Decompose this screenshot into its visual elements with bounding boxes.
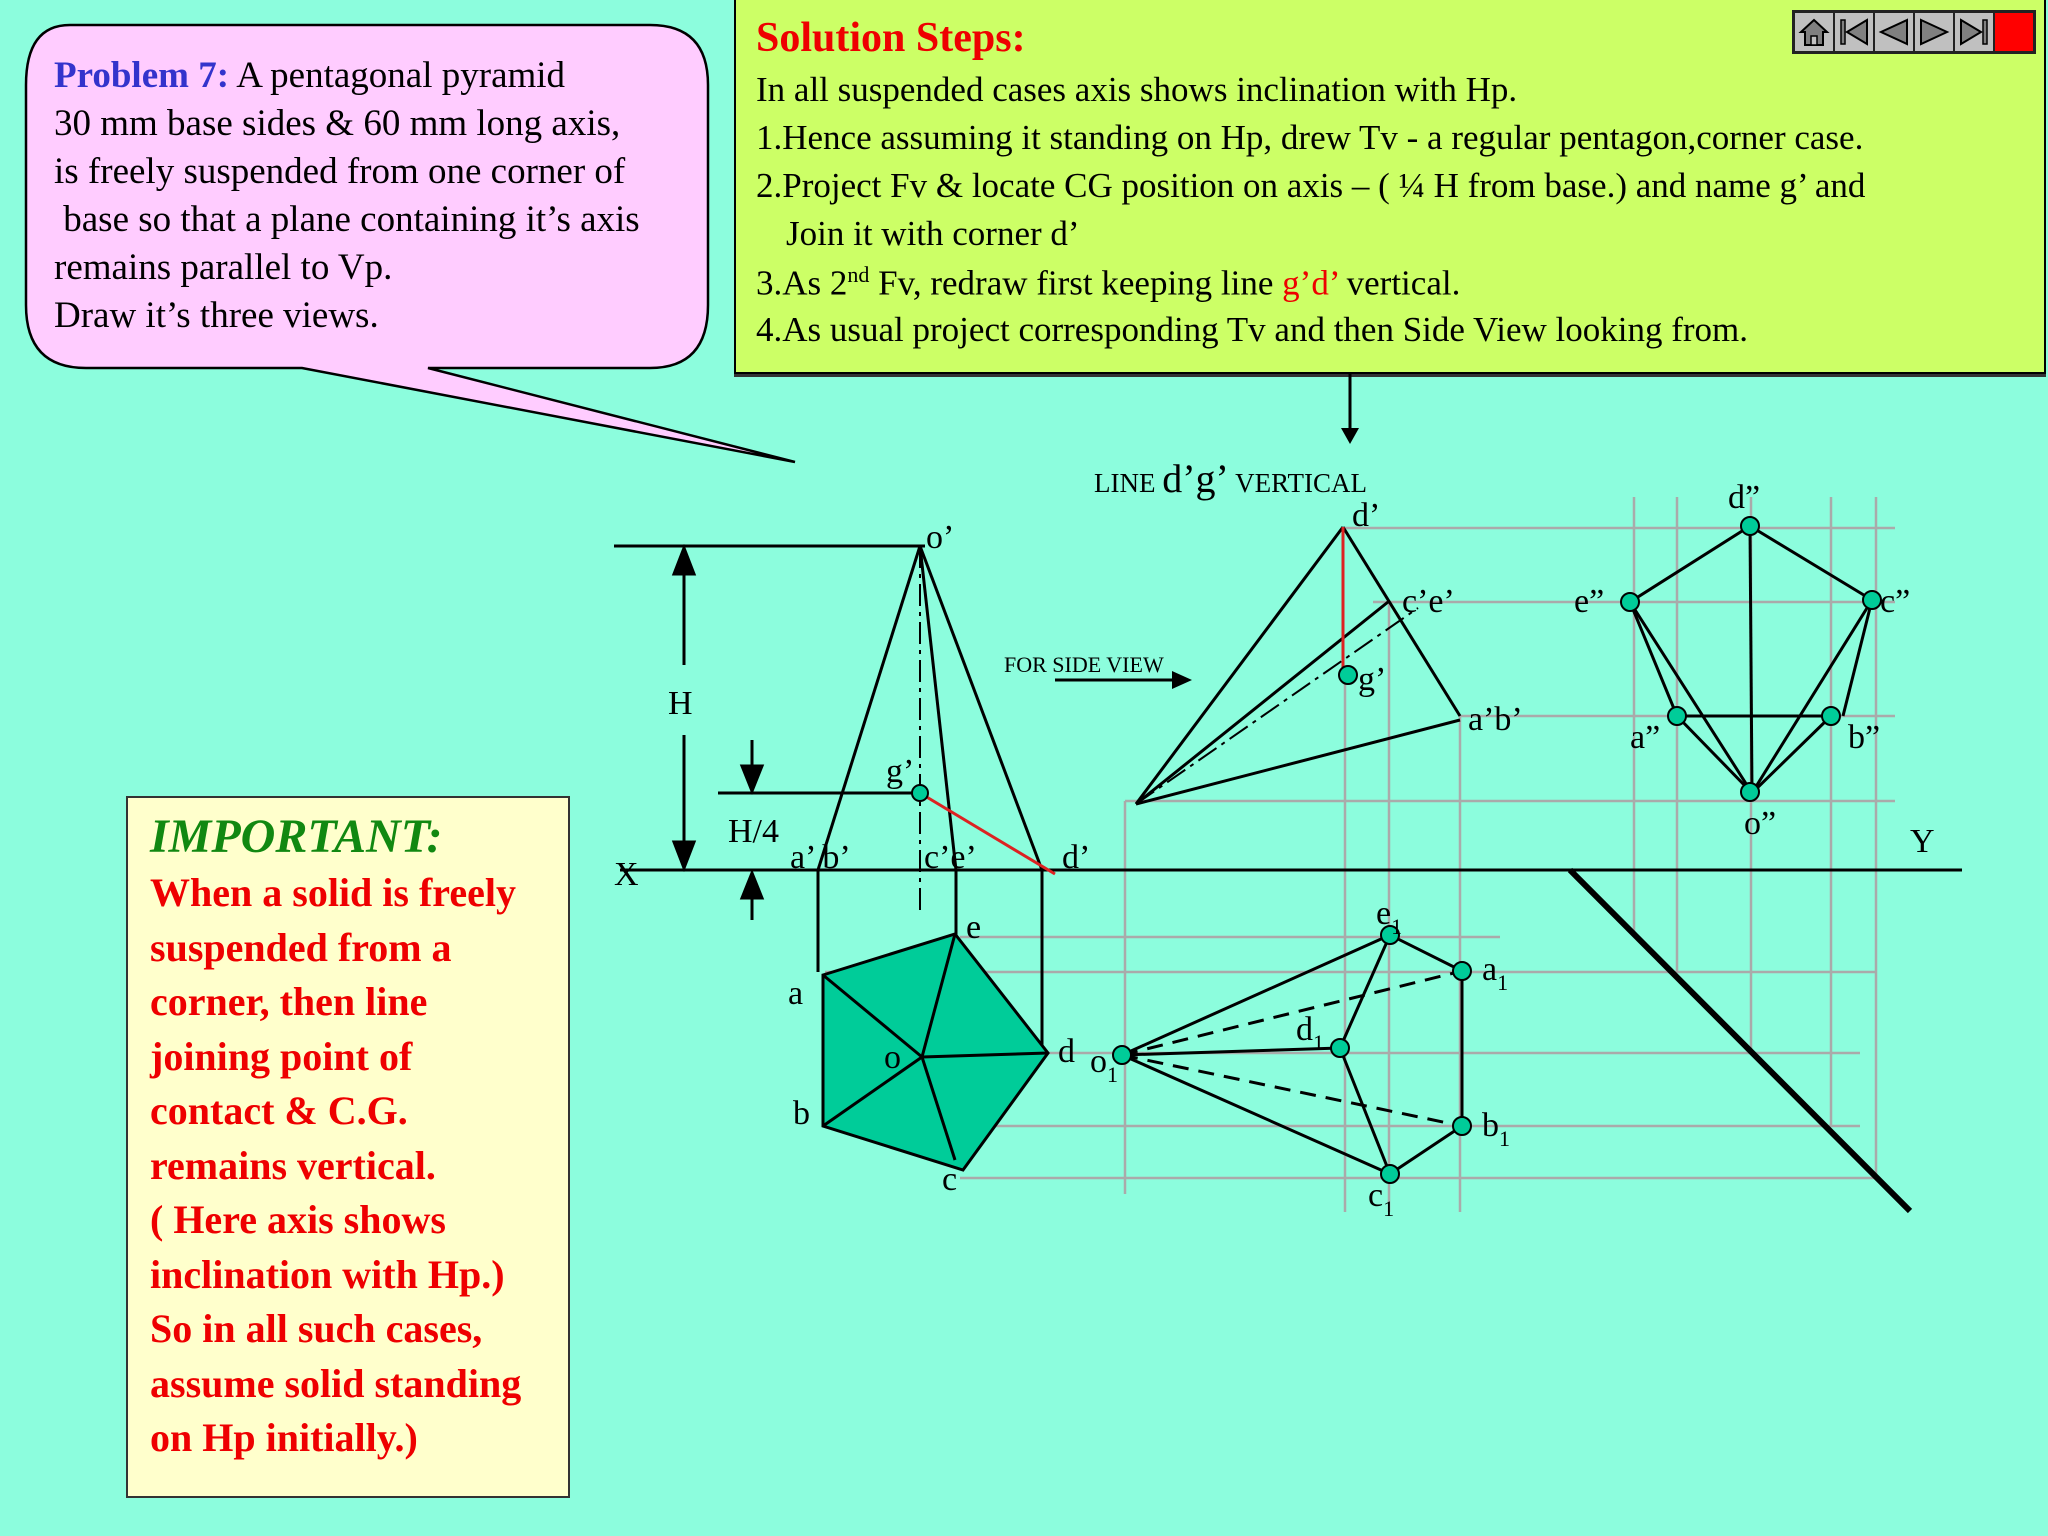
solution-step-2-cont: Join it with corner d’ (786, 214, 1080, 253)
tv2-points (1112, 925, 1472, 1184)
label-d-prime: d’ (1062, 839, 1090, 876)
label-e: e (966, 909, 981, 946)
solution-step-1: 1.Hence assuming it standing on Hp, drew… (756, 118, 1864, 157)
label-d-dbl: d” (1728, 479, 1760, 516)
next-slide-icon (1920, 18, 1950, 46)
end-show-button[interactable] (1995, 13, 2033, 51)
important-title: IMPORTANT: (150, 810, 443, 863)
problem-line: is freely suspended from one corner of (54, 151, 626, 192)
pointer-arrow (1341, 374, 1359, 444)
solution-steps-panel: Solution Steps: In all suspended cases a… (734, 0, 2046, 374)
step3-highlight: g’d’ (1282, 263, 1338, 303)
front-view-2 (1134, 526, 1462, 806)
label-d: d (1058, 1033, 1075, 1070)
side-view-direction-arrow (1055, 671, 1192, 689)
important-line: on Hp initially.) (150, 1415, 418, 1460)
label-d1: d1 (1296, 1011, 1324, 1055)
problem-line: 30 mm base sides & 60 mm long axis, (54, 103, 621, 144)
problem-line: base so that a plane containing it’s axi… (54, 199, 640, 240)
step3-sup: nd (847, 262, 870, 287)
important-line: corner, then line (150, 979, 428, 1024)
problem-line: Draw it’s three views. (54, 295, 379, 336)
label-b: b (793, 1095, 810, 1132)
slide-navigation (1792, 10, 2036, 54)
label-a: a (788, 975, 803, 1012)
solution-title: Solution Steps: (756, 15, 1026, 61)
previous-slide-icon (1878, 18, 1908, 46)
important-line: So in all such cases, (150, 1306, 483, 1351)
important-line: remains vertical. (150, 1142, 436, 1188)
important-line: When a solid is freely (150, 870, 516, 915)
label-ab-prime-2: a’b’ (1468, 701, 1523, 738)
top-view-1: a b c d e o (788, 909, 1075, 1198)
mitre-line-45 (1567, 867, 1913, 1214)
cg-point-fv1 (911, 784, 929, 802)
next-slide-button[interactable] (1915, 13, 1953, 51)
label-ce-prime: c’e’ (924, 839, 977, 876)
last-slide-button[interactable] (1955, 13, 1993, 51)
y-label: Y (1910, 823, 1935, 860)
solution-step-3: 3.As 2nd Fv, redraw first keeping line g… (756, 262, 1460, 304)
home-icon (1798, 18, 1830, 46)
important-line: ( Here axis shows (150, 1197, 446, 1242)
solution-line-intro: In all suspended cases axis shows inclin… (756, 70, 1518, 109)
problem-line: A pentagonal pyramid (229, 55, 566, 96)
label-ab-prime: a’ b’ (790, 839, 851, 876)
label-a1: a1 (1482, 951, 1508, 995)
label-b-dbl: b” (1848, 719, 1880, 756)
caption-line-vertical: LINE d’g’ VERTICAL (1094, 456, 1367, 501)
label-o: o (884, 1039, 901, 1076)
dimension-h (614, 543, 925, 920)
label-d-prime-2: d’ (1352, 497, 1380, 534)
label-c: c (942, 1161, 957, 1198)
problem-heading: Problem 7: (54, 55, 230, 96)
step3-text: vertical. (1337, 263, 1461, 303)
first-slide-icon (1840, 18, 1868, 46)
important-line: inclination with Hp.) (150, 1251, 505, 1297)
home-button[interactable] (1795, 13, 1833, 51)
important-line: suspended from a (150, 924, 452, 970)
label-a-dbl: a” (1630, 719, 1660, 756)
previous-slide-button[interactable] (1875, 13, 1913, 51)
problem-line: remains parallel to Vp. (54, 247, 393, 288)
front-view-1 (816, 545, 1056, 1053)
step3-text: Fv, redraw first keeping line (869, 263, 1283, 303)
important-line: joining point of (150, 1033, 413, 1079)
label-o1: o1 (1090, 1043, 1118, 1087)
label-g-prime: g’ (886, 753, 914, 790)
important-note: IMPORTANT: When a solid is freely suspen… (126, 796, 570, 1498)
first-slide-button[interactable] (1835, 13, 1873, 51)
x-label: X (614, 856, 639, 893)
caption-side-view: FOR SIDE VIEW (1004, 652, 1164, 677)
dim-h4-label: H/4 (728, 813, 779, 850)
last-slide-icon (1960, 18, 1988, 46)
top-view-2 (1121, 933, 1464, 1176)
dim-h-label: H (668, 685, 693, 722)
cg-point-fv2 (1338, 665, 1358, 685)
label-c1: c1 (1368, 1177, 1394, 1221)
solution-step-4: 4.As usual project corresponding Tv and … (756, 310, 1748, 349)
label-g-prime-2: g’ (1358, 661, 1386, 698)
label-o-prime: o’ (926, 519, 954, 556)
label-o-dbl: o” (1744, 805, 1776, 842)
important-line: contact & C.G. (150, 1088, 408, 1133)
label-e-dbl: e” (1574, 583, 1604, 620)
label-ce-prime-2: c’e’ (1402, 583, 1455, 620)
solution-step-2: 2.Project Fv & locate CG position on axi… (756, 166, 1866, 205)
important-line: assume solid standing (150, 1360, 522, 1406)
label-e1: e1 (1376, 895, 1402, 939)
label-b1: b1 (1482, 1107, 1510, 1151)
sv-points (1620, 516, 1882, 802)
problem-statement: Problem 7: A pentagonal pyramid 30 mm ba… (54, 52, 714, 340)
step3-text: 3.As 2 (756, 263, 848, 303)
label-c-dbl: c” (1880, 583, 1910, 620)
xy-reference-line: X Y (614, 823, 1962, 893)
side-view (1628, 524, 1874, 795)
